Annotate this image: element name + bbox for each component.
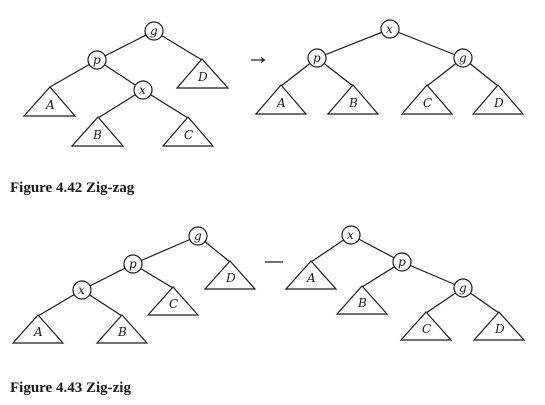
subtree-a: A — [284, 260, 338, 290]
node-g: g — [453, 278, 473, 298]
node-p: p — [307, 48, 327, 68]
node-x: x — [133, 80, 153, 100]
zig-zig-before-tree: A B C D g p x — [11, 226, 257, 344]
subtree-b: B — [70, 116, 125, 147]
node-p: p — [87, 50, 107, 70]
node-p-label: p — [398, 255, 406, 269]
node-p-label: p — [93, 53, 101, 67]
node-g: g — [144, 21, 164, 41]
subtree-a: A — [11, 314, 65, 344]
subtree-d: D — [472, 311, 526, 341]
zig-zag-before-tree: A B C D g p x — [22, 21, 230, 147]
node-g-label: g — [459, 281, 467, 295]
subtree-b: B — [326, 84, 380, 115]
subtree-a-label: A — [45, 98, 55, 112]
node-p-label: p — [129, 257, 137, 271]
subtree-a: A — [22, 86, 77, 117]
subtree-c: C — [399, 311, 453, 341]
subtree-c: C — [161, 116, 215, 147]
subtree-d-label: D — [494, 322, 505, 336]
subtree-d-label: D — [225, 271, 236, 285]
node-x: x — [341, 225, 361, 245]
node-p: p — [392, 252, 412, 272]
edge-x-p — [316, 28, 391, 59]
figure-caption-zig-zig: Figure 4.43 Zig-zig — [10, 380, 131, 396]
node-p-label: p — [313, 51, 321, 65]
node-x: x — [380, 19, 400, 39]
subtree-a-label: A — [306, 271, 316, 285]
zig-zag-after-tree: A B C D x p g — [254, 19, 525, 115]
node-x-label: x — [78, 283, 85, 297]
subtree-d: D — [471, 84, 525, 115]
subtree-b: B — [335, 285, 389, 315]
subtree-c-label: C — [423, 96, 432, 110]
subtree-a-label: A — [276, 96, 286, 110]
figure-caption-zig-zag: Figure 4.42 Zig-zag — [10, 180, 135, 196]
subtree-c: C — [400, 84, 454, 115]
node-g-label: g — [194, 229, 202, 243]
subtree-a: A — [254, 84, 308, 115]
node-g: g — [453, 48, 473, 68]
subtree-d-label: D — [197, 70, 208, 84]
subtree-d-label: D — [493, 96, 504, 110]
subtree-b-label: B — [348, 96, 358, 110]
node-x: x — [72, 280, 92, 300]
subtree-b: B — [95, 314, 149, 344]
zig-zig-after-tree: A B C D x p g — [284, 225, 526, 341]
subtree-b-label: B — [92, 128, 102, 142]
zig-zag-figure: A B C D g p x — [22, 19, 525, 147]
edge-g-p — [96, 30, 155, 61]
subtree-c-label: C — [169, 297, 178, 311]
node-x-label: x — [386, 22, 393, 36]
node-g-label: g — [459, 51, 467, 65]
node-g: g — [188, 226, 208, 246]
subtree-b-label: B — [117, 325, 127, 339]
edge-g-p — [132, 235, 199, 265]
subtree-c-label: C — [422, 322, 431, 336]
edge-p-g — [401, 261, 464, 289]
subtree-d: D — [203, 260, 257, 290]
node-x-label: x — [347, 228, 354, 242]
subtree-d: D — [175, 58, 230, 89]
subtree-c: C — [146, 286, 200, 316]
node-x-label: x — [139, 83, 146, 97]
zig-zig-figure: A B C D g p x — [11, 225, 526, 344]
subtree-a-label: A — [33, 325, 43, 339]
subtree-c-label: C — [184, 128, 193, 142]
node-p: p — [123, 254, 143, 274]
node-g-label: g — [150, 24, 158, 38]
subtree-b-label: B — [357, 296, 367, 310]
edge-x-g — [389, 28, 464, 59]
zig-zag-arrow — [251, 57, 266, 63]
edge-x-p — [350, 234, 403, 263]
